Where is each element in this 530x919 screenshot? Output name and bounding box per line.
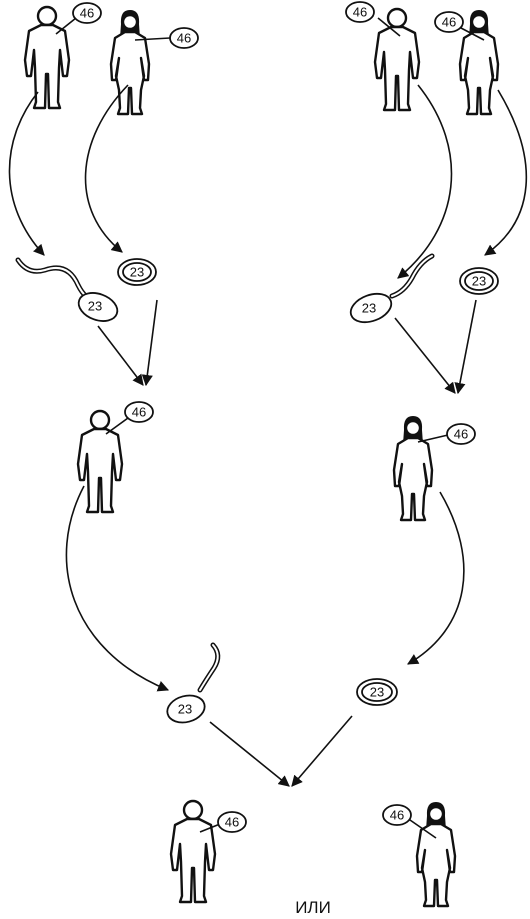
label-pointer (134, 37, 171, 41)
sperm-head (166, 694, 206, 724)
label-pointer (417, 434, 449, 443)
arrow-man-right-to-sperm (397, 84, 453, 279)
arrow-father-to-sperm (65, 485, 170, 692)
egg-cell-left: 23 (117, 258, 157, 286)
chromosome-count: 46 (442, 15, 456, 30)
mother: 46 (392, 414, 476, 522)
label-pointer (377, 17, 401, 37)
child-boy: 46 (169, 799, 247, 904)
label-pointer (409, 819, 437, 839)
chromosome-label (434, 11, 464, 33)
grandparent-man-left: 46 (23, 2, 102, 110)
arrow-woman-right-to-egg (484, 89, 528, 256)
label-pointer (55, 17, 77, 35)
chromosome-label (446, 423, 476, 445)
arrow-egg-left-to-father (141, 299, 158, 387)
arrow-egg-right-to-mother (454, 299, 477, 395)
arrow-mother-to-egg (407, 491, 465, 665)
grandparent-woman-left: 46 (109, 8, 199, 116)
chromosome-count: 46 (80, 6, 94, 21)
chromosome-label (72, 2, 102, 24)
sperm-cell-right: 23 (349, 253, 435, 324)
chromosome-count: 23 (178, 702, 192, 717)
sperm-cell-child: 23 (166, 642, 221, 724)
egg-inner-ring (464, 271, 494, 291)
chromosome-count: 23 (362, 301, 376, 316)
chromosome-label (217, 811, 247, 833)
chromosome-count: 46 (353, 5, 367, 20)
arrow-sperm-right-to-mother (394, 317, 456, 394)
chromosome-count: 46 (454, 427, 468, 442)
arrow-man-left-to-sperm (8, 91, 45, 256)
egg-cell-right: 23 (459, 267, 499, 295)
arrow-sperm-left-to-father (97, 325, 144, 386)
or-label: ИЛИ (295, 898, 331, 917)
chromosome-count: 46 (177, 31, 191, 46)
label-pointer (460, 27, 485, 41)
arrow-sperm-to-child (209, 721, 290, 787)
chromosome-count: 46 (132, 405, 146, 420)
chromosome-count: 23 (370, 685, 384, 700)
chromosome-count: 23 (130, 265, 144, 280)
chromosome-label (345, 1, 375, 23)
sperm-head (349, 292, 393, 324)
chromosome-count: 23 (88, 299, 102, 314)
egg-inner-ring (122, 262, 152, 282)
child-girl: 46 (382, 800, 457, 908)
chromosome-label (169, 27, 199, 49)
chromosome-count: 46 (390, 808, 404, 823)
chromosome-label (382, 804, 412, 826)
sperm-cell-left: 23 (15, 257, 119, 322)
egg-cell-child: 23 (356, 678, 398, 706)
egg-inner-ring (361, 682, 393, 702)
label-pointer (199, 823, 221, 833)
sperm-head (77, 292, 119, 322)
chromosome-count: 23 (472, 274, 486, 289)
label-pointer (105, 417, 129, 435)
grandparent-man-right: 46 (345, 1, 421, 112)
chromosome-label (124, 401, 154, 423)
arrow-egg-to-child (291, 715, 353, 787)
arrow-woman-left-to-egg (84, 84, 129, 253)
father: 46 (76, 401, 154, 514)
grandparent-woman-right: 46 (434, 8, 500, 116)
chromosome-count: 46 (225, 815, 239, 830)
